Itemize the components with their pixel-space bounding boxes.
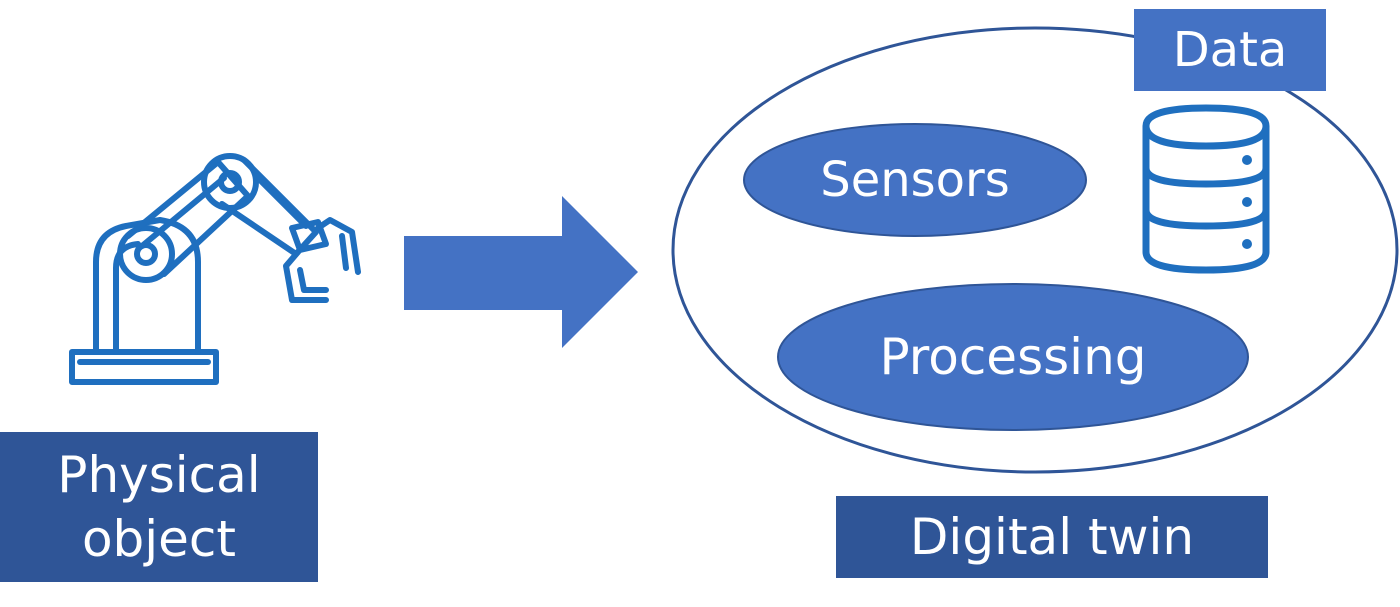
physical-object-line1: Physical (57, 446, 261, 504)
digital-twin-boundary (671, 26, 1399, 474)
digital-twin-text: Digital twin (909, 508, 1195, 566)
processing-label: Processing (778, 284, 1248, 430)
data-text: Data (1172, 22, 1288, 78)
sensors-label: Sensors (744, 124, 1086, 236)
right-arrow-icon (404, 196, 638, 348)
physical-object-line2: object (81, 510, 237, 568)
physical-object-label-box: Physical object (0, 432, 318, 582)
sensors-text: Sensors (820, 152, 1010, 208)
sensors-ellipse (743, 123, 1087, 237)
robot-arm-icon (69, 153, 361, 385)
processing-ellipse (777, 283, 1249, 431)
data-label-box: Data (1134, 9, 1326, 91)
database-icon (1142, 104, 1270, 274)
digital-twin-label-box: Digital twin (836, 496, 1268, 578)
processing-text: Processing (879, 328, 1147, 386)
